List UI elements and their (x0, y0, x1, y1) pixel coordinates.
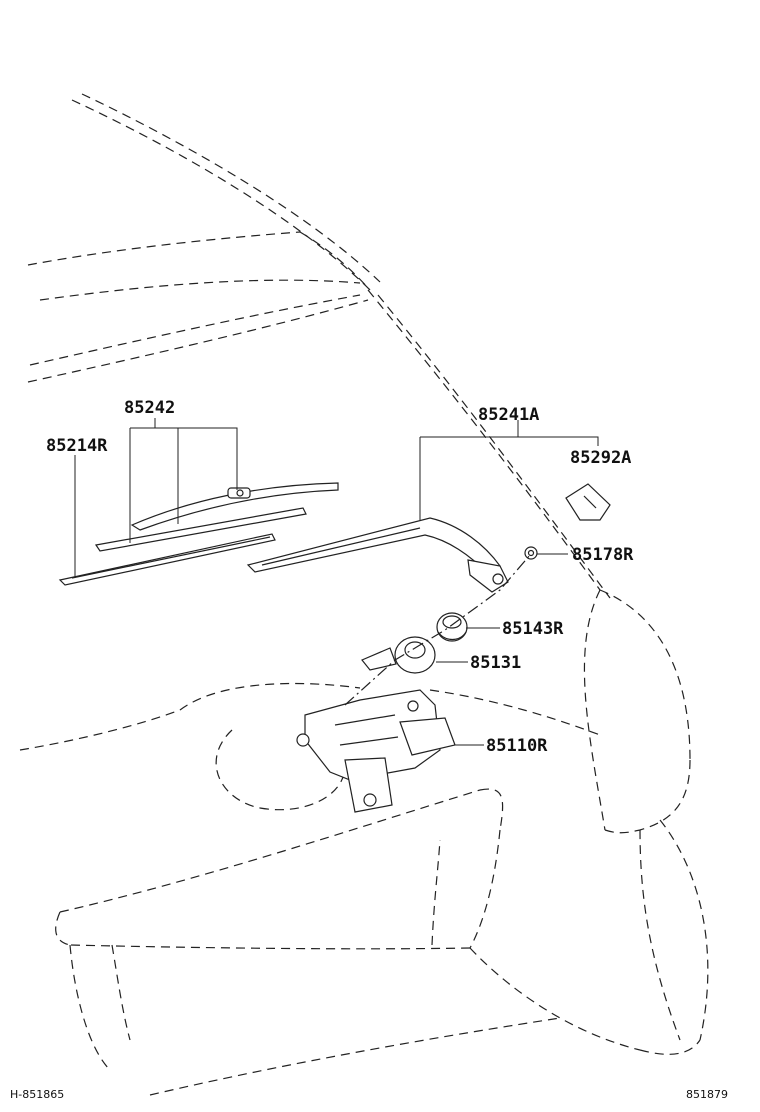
part-85131-pivot (361, 636, 436, 674)
label-85292a: 85292A (570, 448, 631, 468)
part-85214r-blade-rubber (58, 533, 276, 586)
footer-right-code: 851879 (686, 1088, 728, 1101)
label-85178r: 85178R (572, 545, 634, 565)
label-85131: 85131 (470, 653, 521, 673)
label-85214r: 85214R (46, 436, 108, 456)
part-85242-wiper-blade (94, 482, 339, 552)
vehicle-body-outline (19, 93, 709, 1096)
part-85292a-cap (565, 483, 611, 521)
footer-left-code: H-851865 (10, 1088, 64, 1101)
label-85110r: 85110R (486, 736, 548, 756)
part-85143r-grommet (436, 612, 468, 642)
part-85241a-wiper-arm (246, 517, 509, 593)
part-85110r-motor (296, 689, 456, 813)
part-85178r-nut (524, 546, 538, 560)
label-85242: 85242 (124, 398, 175, 418)
label-85241a: 85241A (478, 405, 539, 425)
leader-lines (74, 418, 599, 746)
label-85143r: 85143R (502, 619, 564, 639)
